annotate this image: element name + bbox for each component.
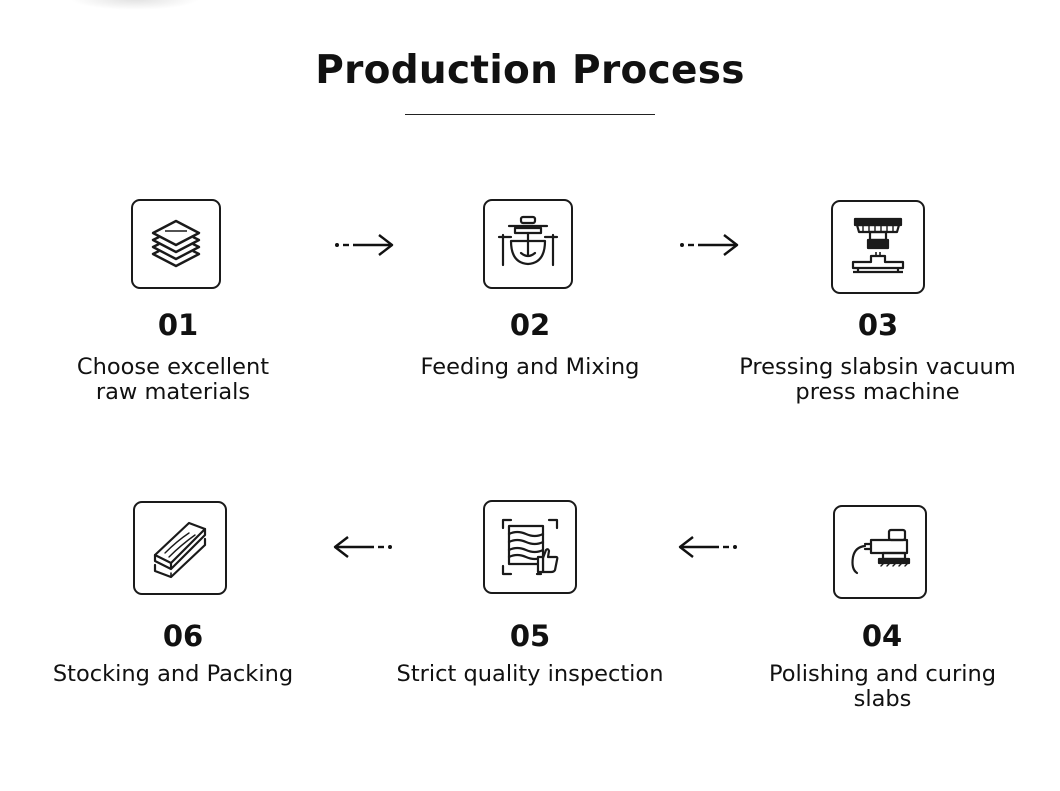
step-06-icon-box	[133, 501, 227, 595]
arrow-left-icon	[333, 536, 392, 558]
step-01-label: Choose excellent raw materials	[76, 354, 270, 405]
step-03-label: Pressing slabsin vacuum press machine	[739, 354, 1016, 405]
step-02-icon-box	[483, 199, 573, 289]
arrow-left-icon	[678, 536, 737, 558]
step-06-number: 06	[162, 619, 204, 653]
step-06-label: Stocking and Packing	[52, 661, 294, 687]
arrow-right-icon	[335, 234, 394, 256]
step-04-icon-box	[833, 505, 927, 599]
stacked-slabs-icon	[153, 521, 207, 579]
polisher-icon	[851, 528, 911, 575]
step-05-icon-box	[483, 500, 577, 594]
title-underline	[405, 114, 655, 115]
arrow-right-icon	[680, 234, 739, 256]
step-04-number: 04	[861, 619, 903, 653]
step-01-number: 01	[157, 308, 199, 342]
step-03-number: 03	[857, 308, 899, 342]
step-02-number: 02	[509, 308, 551, 342]
step-05-number: 05	[509, 619, 551, 653]
layers-icon	[151, 219, 201, 268]
step-04-label: Polishing and curing slabs	[768, 661, 997, 712]
mixer-icon	[497, 215, 559, 267]
step-01-icon-box	[131, 199, 221, 289]
step-05-label: Strict quality inspection	[396, 661, 664, 687]
press-machine-icon	[851, 217, 905, 274]
step-02-label: Feeding and Mixing	[420, 354, 640, 380]
corner-smudge	[70, 0, 200, 10]
step-03-icon-box	[831, 200, 925, 294]
inspection-icon	[501, 518, 559, 576]
page-title: Production Process	[315, 48, 745, 93]
